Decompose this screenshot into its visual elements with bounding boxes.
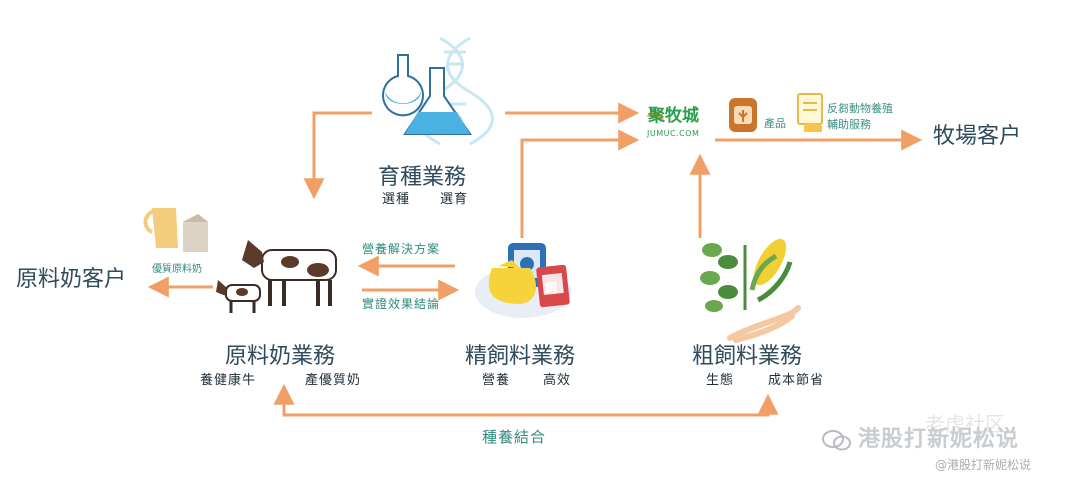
rough-feed-title: 粗飼料業務 — [692, 344, 803, 369]
raw-milk-customer-label: 原料奶客户 — [16, 267, 127, 292]
watermark-main: 港股打新妮松说 — [858, 427, 1020, 452]
feed-bag-character: 飼 — [545, 281, 558, 295]
arrow-fine-feed-to-platform — [520, 129, 640, 238]
breeding-title: 育種業務 — [378, 165, 467, 190]
crop-hand-icon — [700, 238, 801, 343]
products-label: 產品 — [764, 117, 786, 130]
fine-feed-title: 精飼料業務 — [465, 344, 576, 369]
milk-icon — [143, 208, 208, 252]
fine-feed-item-2: 高效 — [543, 373, 572, 388]
rough-feed-item-1: 生態 — [706, 373, 735, 388]
proven-results-label: 實證效果結論 — [362, 297, 441, 311]
cows-icon — [216, 240, 337, 313]
raw-milk-item-2: 產優質奶 — [305, 373, 362, 388]
raw-milk-item-1: 養健康牛 — [200, 373, 257, 388]
watermark-sub: @港股打新妮松说 — [935, 458, 1032, 472]
premium-raw-milk-label: 優質原料奶 — [152, 264, 202, 275]
platform-name: 聚牧城 — [648, 106, 699, 126]
raw-milk-title: 原料奶業務 — [225, 344, 336, 369]
rough-feed-item-2: 成本節省 — [768, 373, 825, 388]
watermark-faint: 老虎社区 — [925, 412, 1005, 436]
breeding-item-1: 選種 — [382, 192, 411, 207]
wechat-icon — [822, 430, 852, 452]
planting-breeding-label: 種養結合 — [482, 428, 547, 446]
products-icon — [729, 98, 757, 132]
breeding-item-2: 選育 — [440, 192, 469, 207]
nutrition-solution-label: 營養解決方案 — [362, 242, 441, 256]
ranch-customer-label: 牧場客户 — [933, 124, 1022, 149]
fine-feed-item-1: 營養 — [482, 373, 511, 388]
arrow-planting-breeding-link — [273, 383, 779, 417]
flow-arrows — [147, 102, 923, 417]
arrow-breeding-to-raw-milk — [303, 111, 372, 200]
ruminant-service-label: 反芻動物養殖輔助服務 — [827, 102, 893, 131]
feed-bags-icon — [475, 243, 571, 318]
platform-url: JUMUC.COM — [647, 129, 700, 138]
service-document-icon — [797, 93, 823, 132]
platform-logo — [646, 110, 664, 120]
flask-dna-icon — [382, 36, 494, 146]
